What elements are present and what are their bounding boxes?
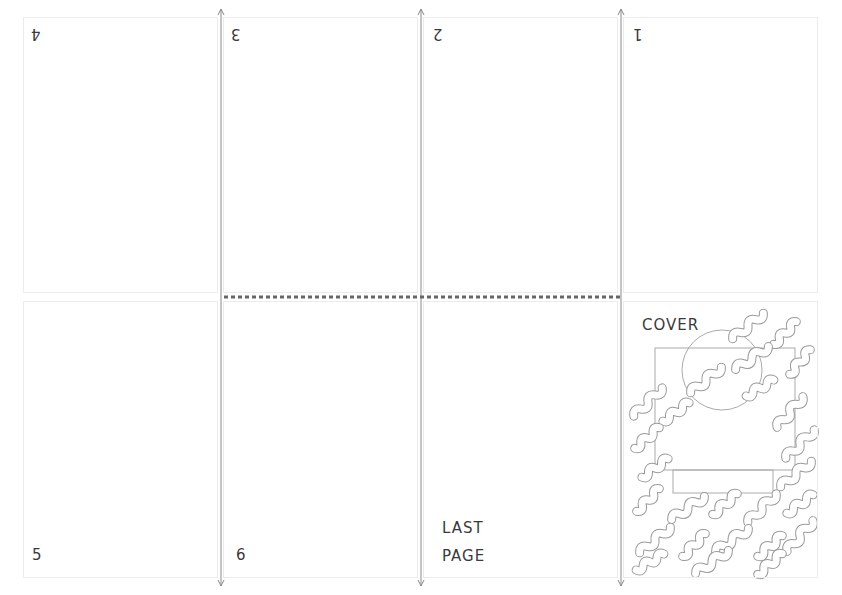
page-number-flipped: 1	[632, 25, 643, 43]
page-label: 5	[32, 546, 43, 564]
page-label: 6	[236, 546, 247, 564]
cover-illustration	[631, 310, 816, 576]
zine-panel: 5	[23, 301, 218, 578]
zine-panel: 1	[623, 17, 818, 293]
fold-line	[218, 9, 624, 586]
page-label: LAST PAGE	[442, 514, 504, 570]
page-label: COVER	[640, 316, 701, 334]
zine-panel: 4	[23, 17, 218, 293]
page-number-flipped: 4	[30, 25, 41, 43]
zine-panel: 3	[223, 17, 418, 293]
zine-panel: LAST PAGE	[423, 301, 618, 578]
zine-panel: COVER	[623, 301, 818, 578]
zine-panel: 6	[223, 301, 418, 578]
page-number-flipped: 2	[432, 25, 443, 43]
cut-line	[224, 296, 620, 299]
zine-panel: 2	[423, 17, 618, 293]
page-number-flipped: 3	[230, 25, 241, 43]
